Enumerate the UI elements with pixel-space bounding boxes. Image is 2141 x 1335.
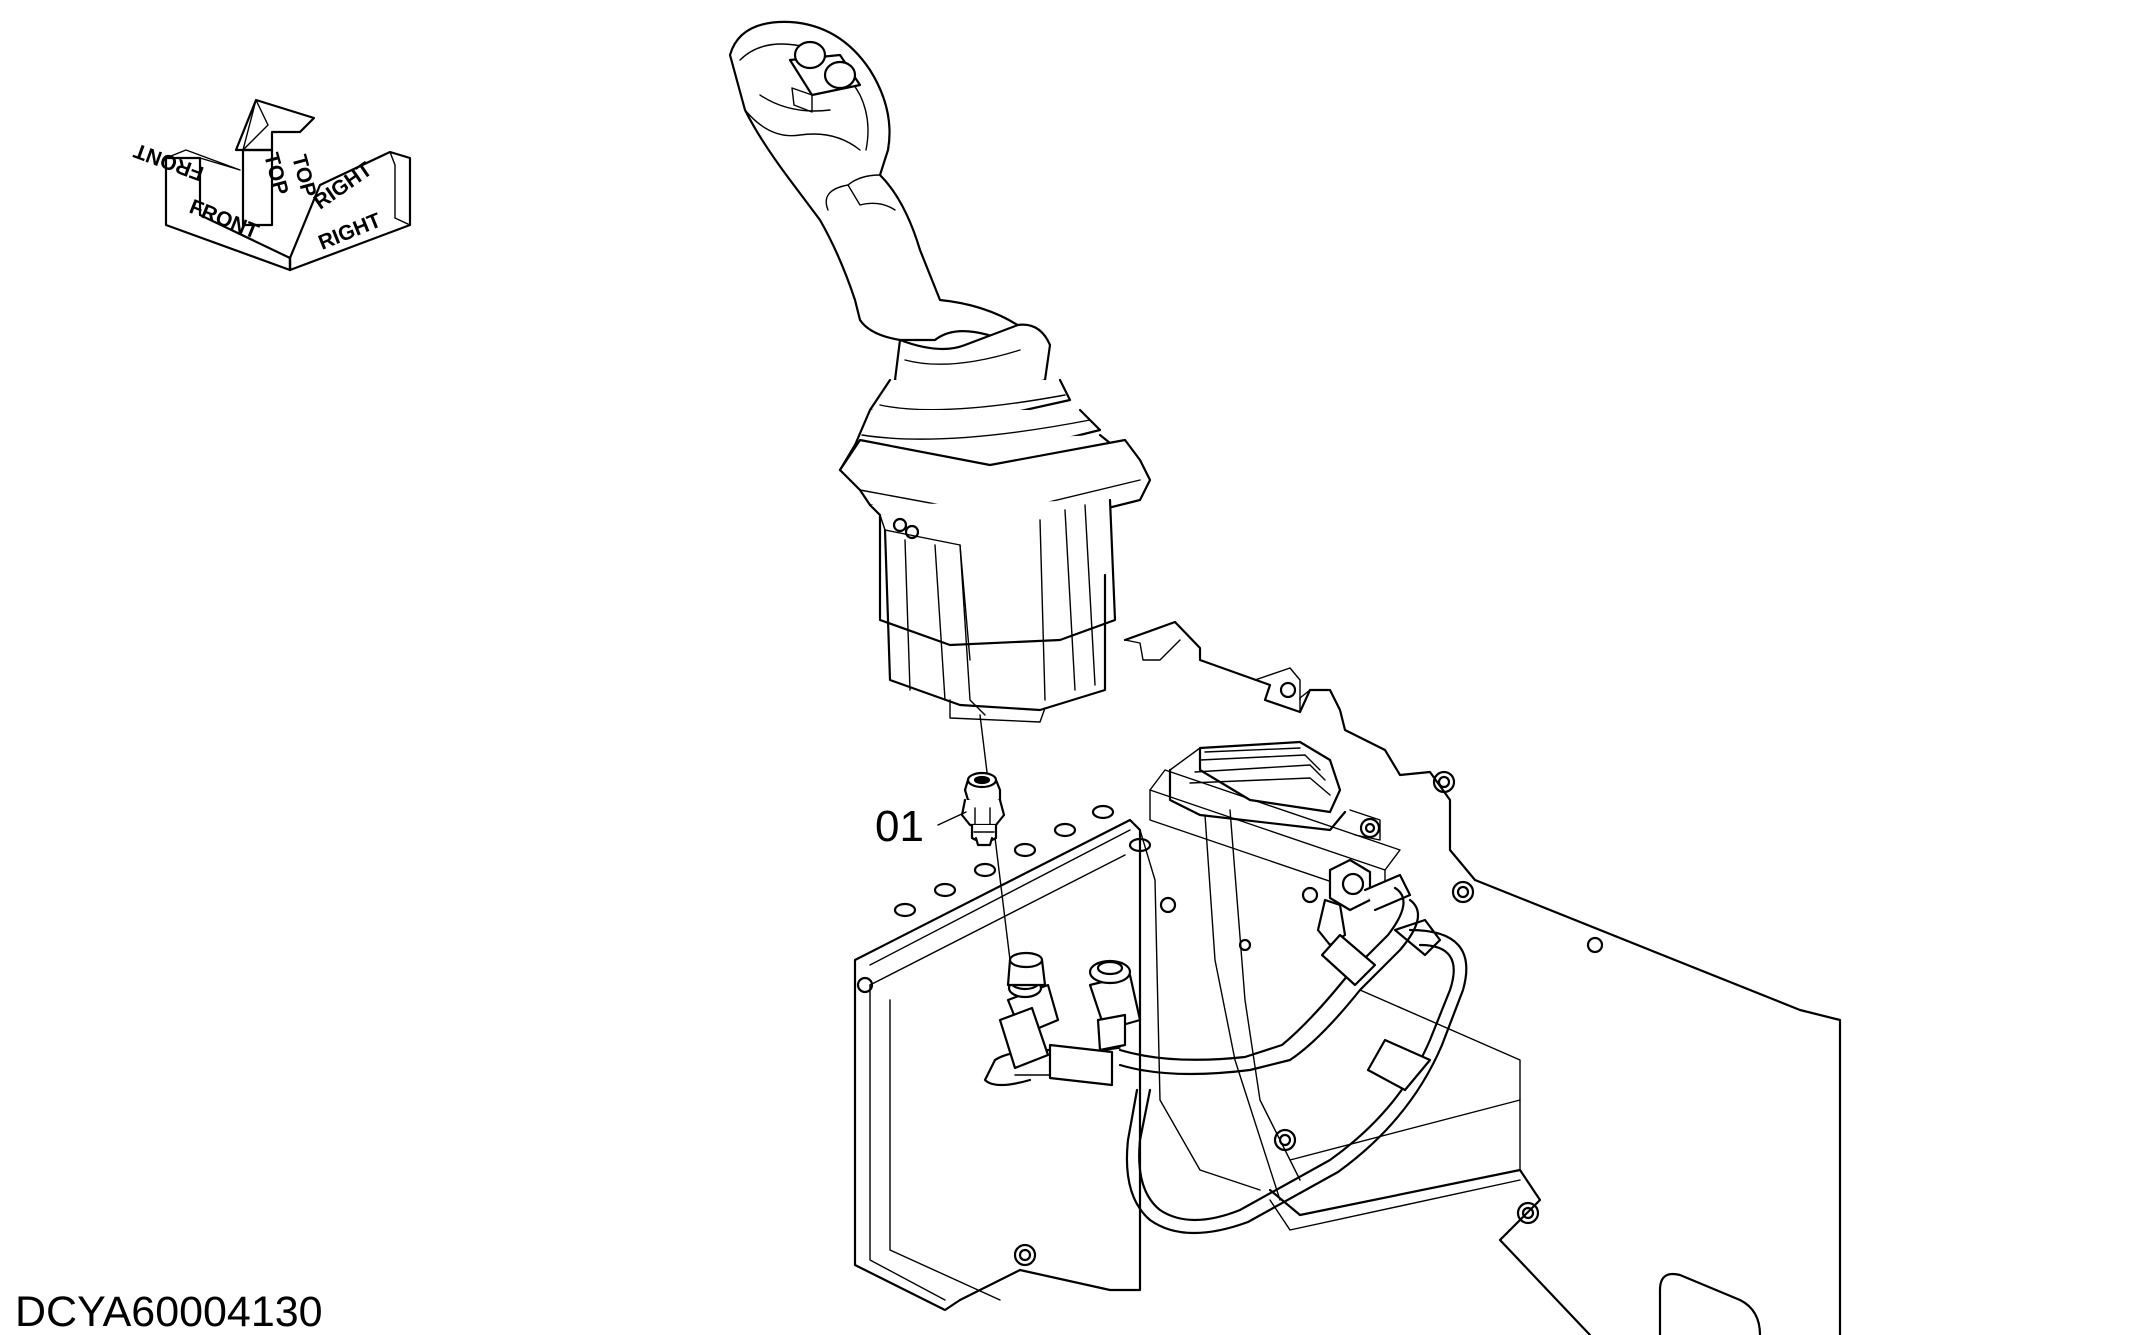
orientation-indicator: FRONT FRONT TOP TOP RIGHT RIGHT (131, 98, 412, 272)
connector-block (1168, 740, 1381, 841)
joystick-lever (728, 20, 1152, 723)
mounting-bracket (853, 620, 1842, 1335)
part-01-fitting: 01 (875, 714, 1011, 961)
callout-leader-01 (937, 811, 967, 826)
callout-label-01: 01 (875, 802, 924, 851)
drawing-id: DCYA60004130 (15, 1288, 323, 1335)
orientation-front-label-mirrored: FRONT (131, 139, 207, 185)
hose-assembly (983, 858, 1468, 1235)
